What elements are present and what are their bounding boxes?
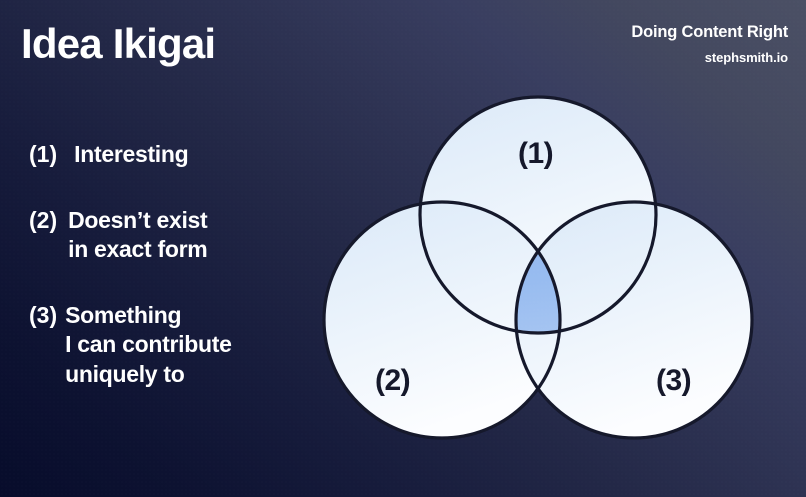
venn-circle-right-outline: [514, 200, 754, 440]
list-item-number: (1): [29, 141, 58, 167]
list-item: (2) Doesn’t exist in exact form: [29, 206, 329, 265]
venn-circle-fills: [324, 97, 752, 438]
venn-circle-left-fill: [324, 202, 560, 438]
list-item-number: (2): [29, 206, 58, 233]
venn-label-left: (2): [375, 364, 411, 397]
venn-label-right: (3): [656, 364, 692, 397]
venn-diagram: (1) (2) (3): [322, 86, 758, 482]
list-item-label: Interesting: [74, 141, 189, 167]
list-item-label: Something I can contribute uniquely to: [65, 301, 232, 387]
venn-circle-right-fill: [516, 202, 752, 438]
page-title: Idea Ikigai: [21, 20, 216, 67]
venn-circle-outlines: [322, 95, 754, 440]
list-item: (3) Something I can contribute uniquely …: [29, 301, 329, 389]
list-item: (1) Interesting: [29, 140, 329, 170]
brand-website: stephsmith.io: [704, 49, 788, 65]
venn-label-top: (1): [518, 137, 554, 170]
venn-circle-left-outline: [322, 200, 562, 440]
criteria-list: (1) Interesting (2) Doesn’t exist in exa…: [29, 140, 329, 389]
brand-series-name: Doing Content Right: [631, 23, 788, 41]
list-item-label: Doesn’t exist in exact form: [68, 206, 208, 263]
venn-circle-top-outline: [418, 95, 658, 335]
brand-block: Doing Content Right stephsmith.io: [631, 22, 788, 65]
list-item-number: (3): [29, 301, 58, 328]
